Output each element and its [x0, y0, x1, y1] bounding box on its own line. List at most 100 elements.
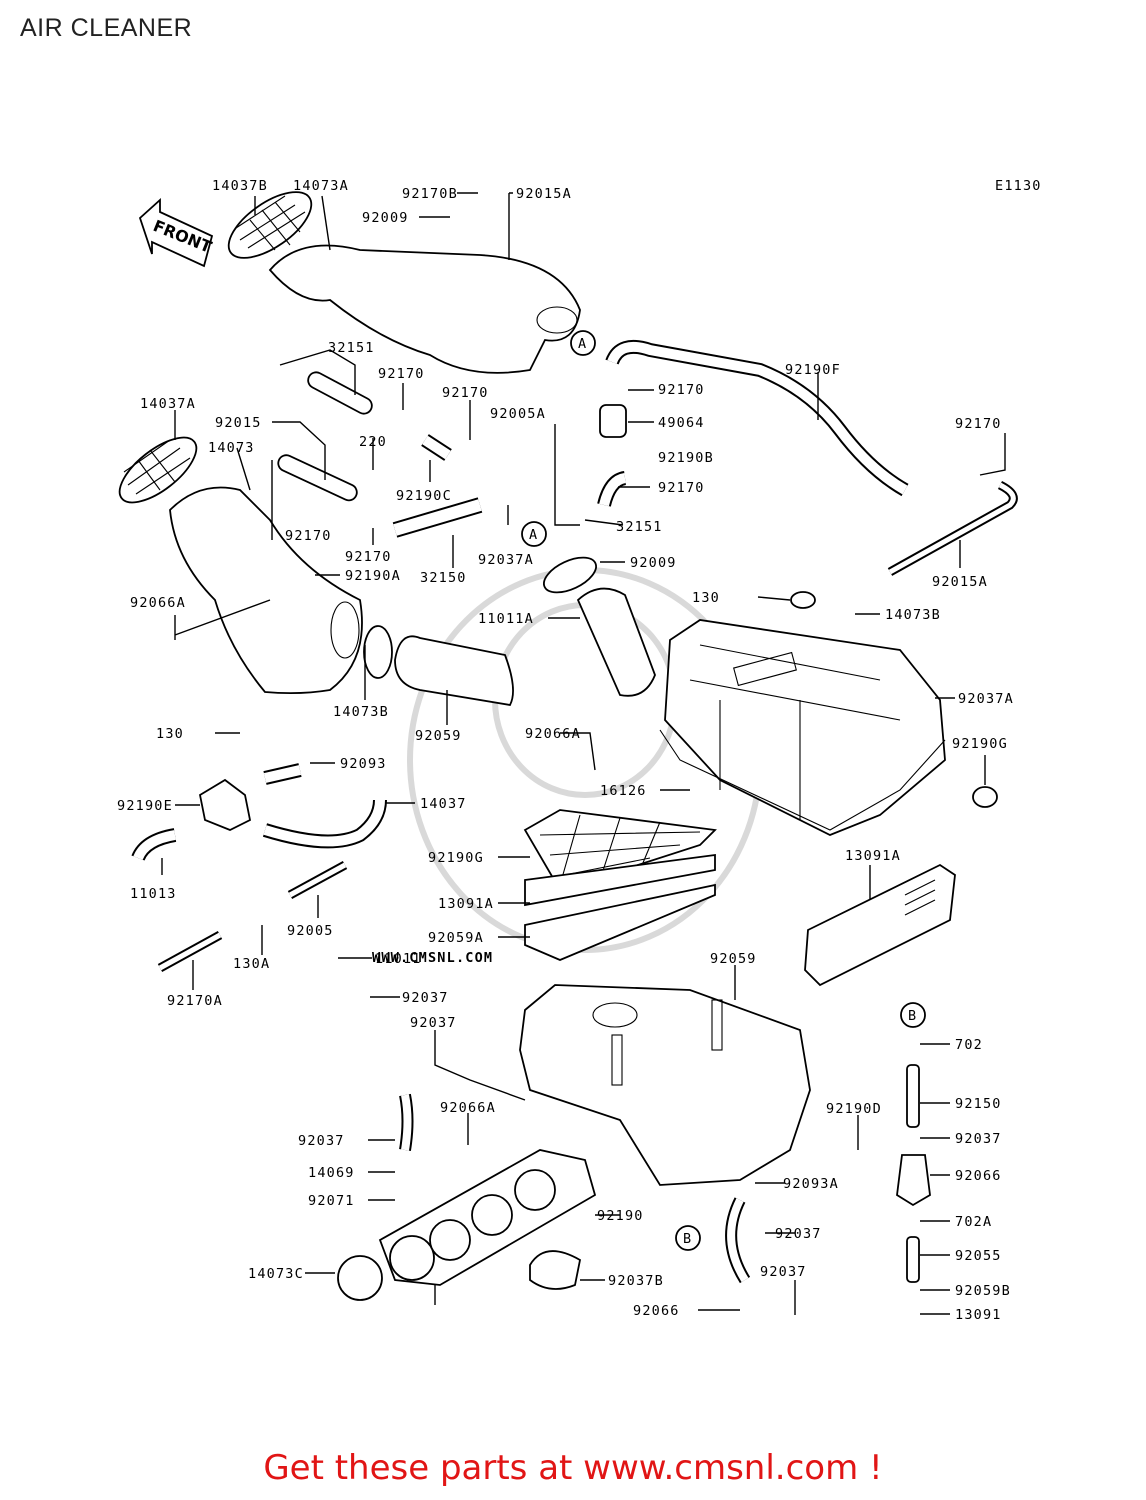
callout-label: 92190C [396, 488, 452, 504]
callout-label: 92190D [826, 1101, 882, 1117]
callout-label: 14073C [248, 1266, 304, 1282]
callout-label: 13091A [845, 848, 901, 864]
callout-label: 14073A [293, 178, 349, 194]
ref-marker-b-2 [675, 1225, 701, 1251]
side-cover-14037 [804, 863, 956, 987]
callout-label: 92037A [958, 691, 1014, 707]
callout-label: 92059 [710, 951, 757, 967]
callout-label: 92170 [378, 366, 425, 382]
o-ring-92055 [337, 1255, 383, 1301]
callout-label: 92066 [633, 1303, 680, 1319]
callout-label: 11013 [130, 886, 177, 902]
callout-label: 14073B [885, 607, 941, 623]
air-cleaner-cover [664, 619, 946, 836]
callout-label: 92170 [658, 382, 705, 398]
front-arrow-icon: FRONT [138, 197, 214, 268]
callout-labels: 14037B 14073A 92170B 92015A 92009 32151 … [117, 178, 1014, 1323]
ref-marker-a-1 [570, 330, 596, 356]
callout-label: 92009 [362, 210, 409, 226]
ref-marker-b-1 [900, 1002, 926, 1028]
callout-label: 11011A [478, 611, 534, 627]
callout-label: 130 [156, 726, 184, 742]
callout-label: 92093 [340, 756, 387, 772]
footer-promo-link[interactable]: Get these parts at www.cmsnl.com ! [263, 1448, 883, 1488]
callout-label: 92059B [955, 1283, 1011, 1299]
callout-label: 130 [692, 590, 720, 606]
callout-label: 92066A [525, 726, 581, 742]
callout-label: 14069 [308, 1165, 355, 1181]
ref-marker-label: A [529, 527, 538, 543]
diagram-code: E1130 [995, 178, 1042, 194]
callout-label: 92037B [608, 1273, 664, 1289]
callout-label: 16126 [600, 783, 647, 799]
callout-label: 92190A [345, 568, 401, 584]
callout-label: 92059 [415, 728, 462, 744]
callout-label: 14037A [140, 396, 196, 412]
reference-markers: A A B B [521, 330, 926, 1251]
callout-label: 92071 [308, 1193, 355, 1209]
pipe-32151-lower [277, 454, 358, 502]
callout-label: 92190F [785, 362, 841, 378]
duct-14073B-right [576, 587, 656, 697]
callout-label: 32150 [420, 570, 467, 586]
callout-label: 702 [955, 1037, 983, 1053]
ref-marker-label: A [578, 336, 587, 352]
ref-marker-label: B [683, 1231, 692, 1247]
callout-label: 92093A [783, 1176, 839, 1192]
gasket-92093 [659, 729, 946, 831]
callout-label: 14037B [212, 178, 268, 194]
callout-label: 92015 [215, 415, 262, 431]
screen-upper [227, 191, 313, 259]
callout-label: 92066A [130, 595, 186, 611]
drain-14069 [896, 1154, 931, 1207]
callout-label: 92015A [932, 574, 988, 590]
ref-marker-a-2 [521, 521, 547, 547]
callout-label: 14037 [420, 796, 467, 812]
callout-label: 14073 [208, 440, 255, 456]
callout-label: 92066A [440, 1100, 496, 1116]
funnel-14073C [529, 1250, 582, 1290]
tube-702A [906, 1236, 920, 1283]
filter-element [523, 809, 717, 961]
callout-label: 92015A [516, 186, 572, 202]
callout-label: 92037 [410, 1015, 457, 1031]
parts [118, 191, 1018, 1301]
callout-label: 92170 [285, 528, 332, 544]
watermark-text: WWW.CMSNL.COM [372, 950, 493, 966]
filter-49064 [599, 404, 627, 438]
callout-label: 92037 [760, 1264, 807, 1280]
screen-lower [118, 436, 198, 504]
callout-label: 92005A [490, 406, 546, 422]
air-cleaner-housing [519, 984, 811, 1186]
callout-label: 92170 [955, 416, 1002, 432]
callout-label: 92190 [597, 1208, 644, 1224]
tube-702 [906, 1064, 920, 1128]
callout-label: 130A [233, 956, 270, 972]
callout-label: 92170 [442, 385, 489, 401]
callout-label: 92170B [402, 186, 458, 202]
callout-label: 220 [359, 434, 387, 450]
callout-label: 92037 [298, 1133, 345, 1149]
callout-label: 92005 [287, 923, 334, 939]
callout-label: 92190G [428, 850, 484, 866]
intake-duct-lower [169, 486, 363, 695]
callout-label: 92170 [658, 480, 705, 496]
callout-label: 92059A [428, 930, 484, 946]
callout-label: 92037A [478, 552, 534, 568]
callout-label: 92037 [775, 1226, 822, 1242]
callout-label: 92055 [955, 1248, 1002, 1264]
valve-16126 [198, 778, 252, 831]
callout-label: 92150 [955, 1096, 1002, 1112]
callout-label: 32151 [616, 519, 663, 535]
page-title: AIR CLEANER [20, 14, 193, 42]
callout-label: 92190G [952, 736, 1008, 752]
callout-label: 92170A [167, 993, 223, 1009]
callout-label: 92037 [955, 1131, 1002, 1147]
ref-marker-label: B [908, 1008, 917, 1024]
leader-lines [161, 192, 1006, 1315]
callout-label: 13091A [438, 896, 494, 912]
callout-label: 32151 [328, 340, 375, 356]
callout-label: 92037 [402, 990, 449, 1006]
duct-14073B-left [394, 635, 514, 706]
